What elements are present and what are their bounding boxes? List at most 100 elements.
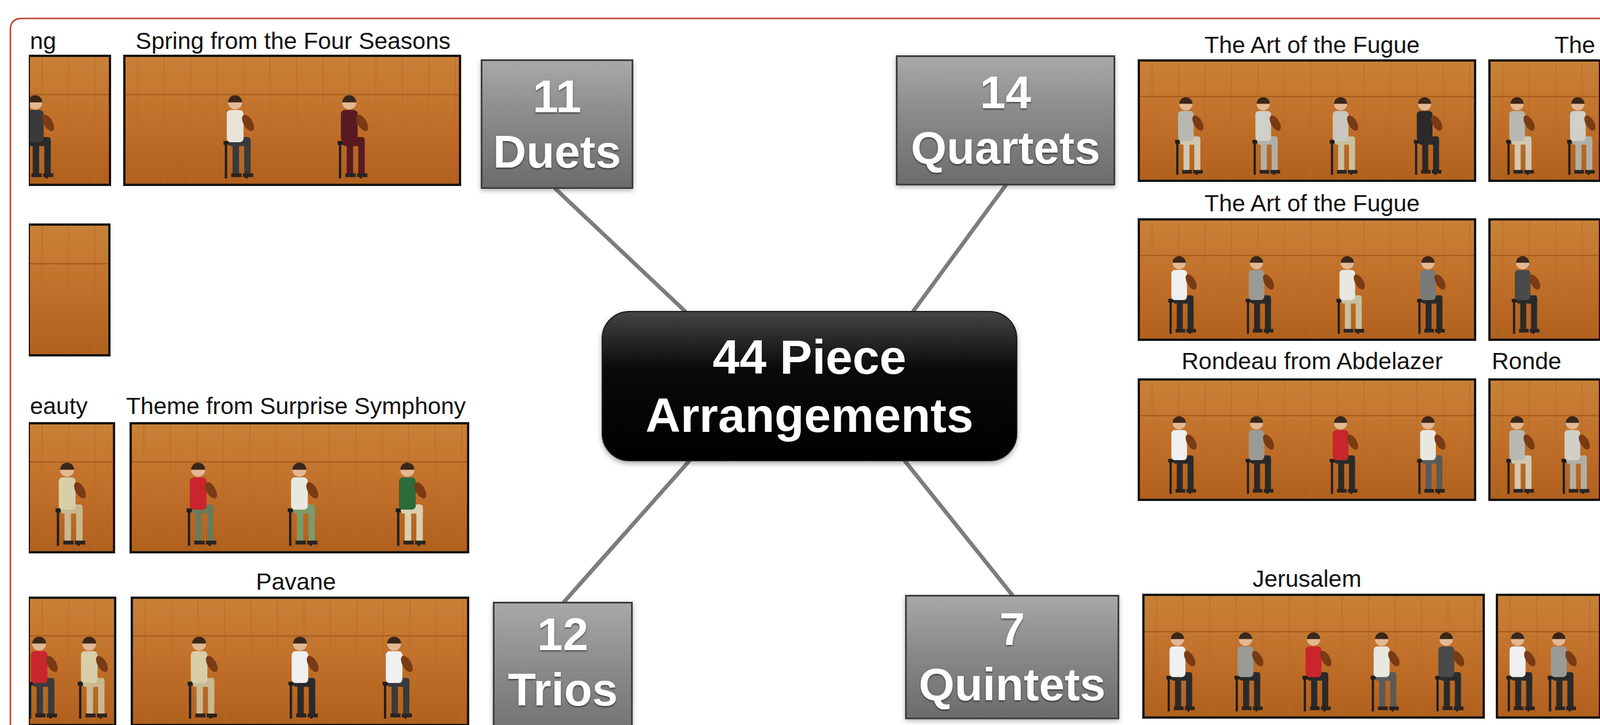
instrument xyxy=(1351,272,1367,292)
wood-grain xyxy=(137,55,139,185)
torso xyxy=(58,477,76,510)
shoe xyxy=(1566,706,1576,710)
shoe xyxy=(1585,169,1595,174)
wall-joint xyxy=(1143,631,1484,633)
wood-grain xyxy=(1536,594,1538,718)
piece-title: Rondeau from Abdelazer xyxy=(1181,347,1443,375)
shoe xyxy=(415,540,426,545)
stage-wall xyxy=(28,597,116,725)
hair xyxy=(400,462,415,470)
torso xyxy=(190,651,208,683)
shoe xyxy=(1420,169,1431,174)
wood-grain xyxy=(223,597,226,725)
wood-grain xyxy=(1151,219,1153,340)
legs xyxy=(1264,298,1271,330)
legs xyxy=(1253,458,1260,490)
head xyxy=(82,636,97,651)
shoe xyxy=(1435,488,1446,493)
wood-grain xyxy=(428,55,430,185)
wood-grain xyxy=(1469,219,1471,340)
legs xyxy=(1515,675,1522,708)
legs xyxy=(1348,458,1355,490)
shoe xyxy=(1259,169,1270,174)
shoe xyxy=(1186,328,1197,333)
shoe xyxy=(1513,488,1524,493)
piece-title: ng xyxy=(29,27,57,55)
branch-title: 7 Quintets xyxy=(918,601,1106,713)
head xyxy=(1256,97,1271,111)
shoe xyxy=(31,173,43,178)
hair xyxy=(1418,97,1432,104)
shoe xyxy=(390,713,401,718)
wood-grain xyxy=(1209,594,1211,718)
legs xyxy=(403,681,410,715)
instrument xyxy=(203,654,220,675)
shoe xyxy=(1431,169,1442,174)
head xyxy=(1566,416,1580,430)
shoe xyxy=(206,540,217,545)
chair-leg xyxy=(1169,461,1172,494)
legs xyxy=(1519,298,1526,330)
legs xyxy=(86,681,94,715)
wood-grain xyxy=(1420,594,1423,718)
photo-border xyxy=(1138,60,1476,181)
wood-grain xyxy=(1156,594,1158,718)
hair xyxy=(1510,632,1525,640)
photo-border xyxy=(1138,379,1476,500)
wall-joint xyxy=(124,93,461,95)
performance-photo xyxy=(124,55,461,185)
wall-joint xyxy=(1138,415,1476,417)
chair-leg xyxy=(1507,461,1510,494)
shoe xyxy=(1388,706,1399,710)
wood-grain xyxy=(94,224,96,356)
head xyxy=(1374,632,1389,646)
shoe xyxy=(1252,328,1263,333)
stage-wall xyxy=(1143,594,1484,718)
head xyxy=(1510,632,1525,646)
wood-grain xyxy=(1204,379,1206,500)
hair xyxy=(28,94,43,102)
instrument xyxy=(353,112,371,133)
shoe xyxy=(1173,706,1184,710)
instrument xyxy=(1431,432,1448,452)
branch-connector xyxy=(905,461,1013,595)
wood-grain xyxy=(1389,219,1392,340)
wood-grain xyxy=(1363,219,1365,340)
wood-grain xyxy=(1310,379,1312,500)
shoe xyxy=(242,173,254,178)
wood-grain xyxy=(216,55,218,185)
torso xyxy=(1420,430,1436,461)
head xyxy=(1306,632,1321,646)
wood-grain xyxy=(250,597,252,725)
shoe xyxy=(1435,328,1446,333)
wood-grain xyxy=(1310,60,1312,181)
legs xyxy=(196,681,203,715)
legs xyxy=(1321,675,1329,708)
chair-leg xyxy=(397,510,400,546)
instrument xyxy=(1190,113,1206,133)
hair xyxy=(227,94,243,102)
legs xyxy=(1525,458,1532,490)
legs xyxy=(1570,458,1576,490)
instrument xyxy=(1260,272,1277,292)
chair-leg xyxy=(1436,678,1439,712)
hair xyxy=(191,462,206,470)
legs xyxy=(1194,139,1200,171)
hair xyxy=(1179,97,1193,104)
head xyxy=(1510,97,1525,111)
shoe xyxy=(1525,706,1535,710)
wood-grain xyxy=(143,423,145,553)
instrument xyxy=(1344,113,1361,133)
head xyxy=(1418,97,1432,111)
chair-leg xyxy=(1415,142,1418,175)
shoe xyxy=(1377,706,1388,710)
torso xyxy=(1169,645,1186,677)
hair xyxy=(1515,256,1530,263)
branch-box: 11 Duets xyxy=(480,59,634,189)
head xyxy=(191,462,206,477)
branch-connector xyxy=(913,185,1006,311)
instrument xyxy=(303,480,321,501)
shoe xyxy=(295,713,307,718)
torso xyxy=(189,477,207,510)
shoe xyxy=(1270,169,1281,174)
